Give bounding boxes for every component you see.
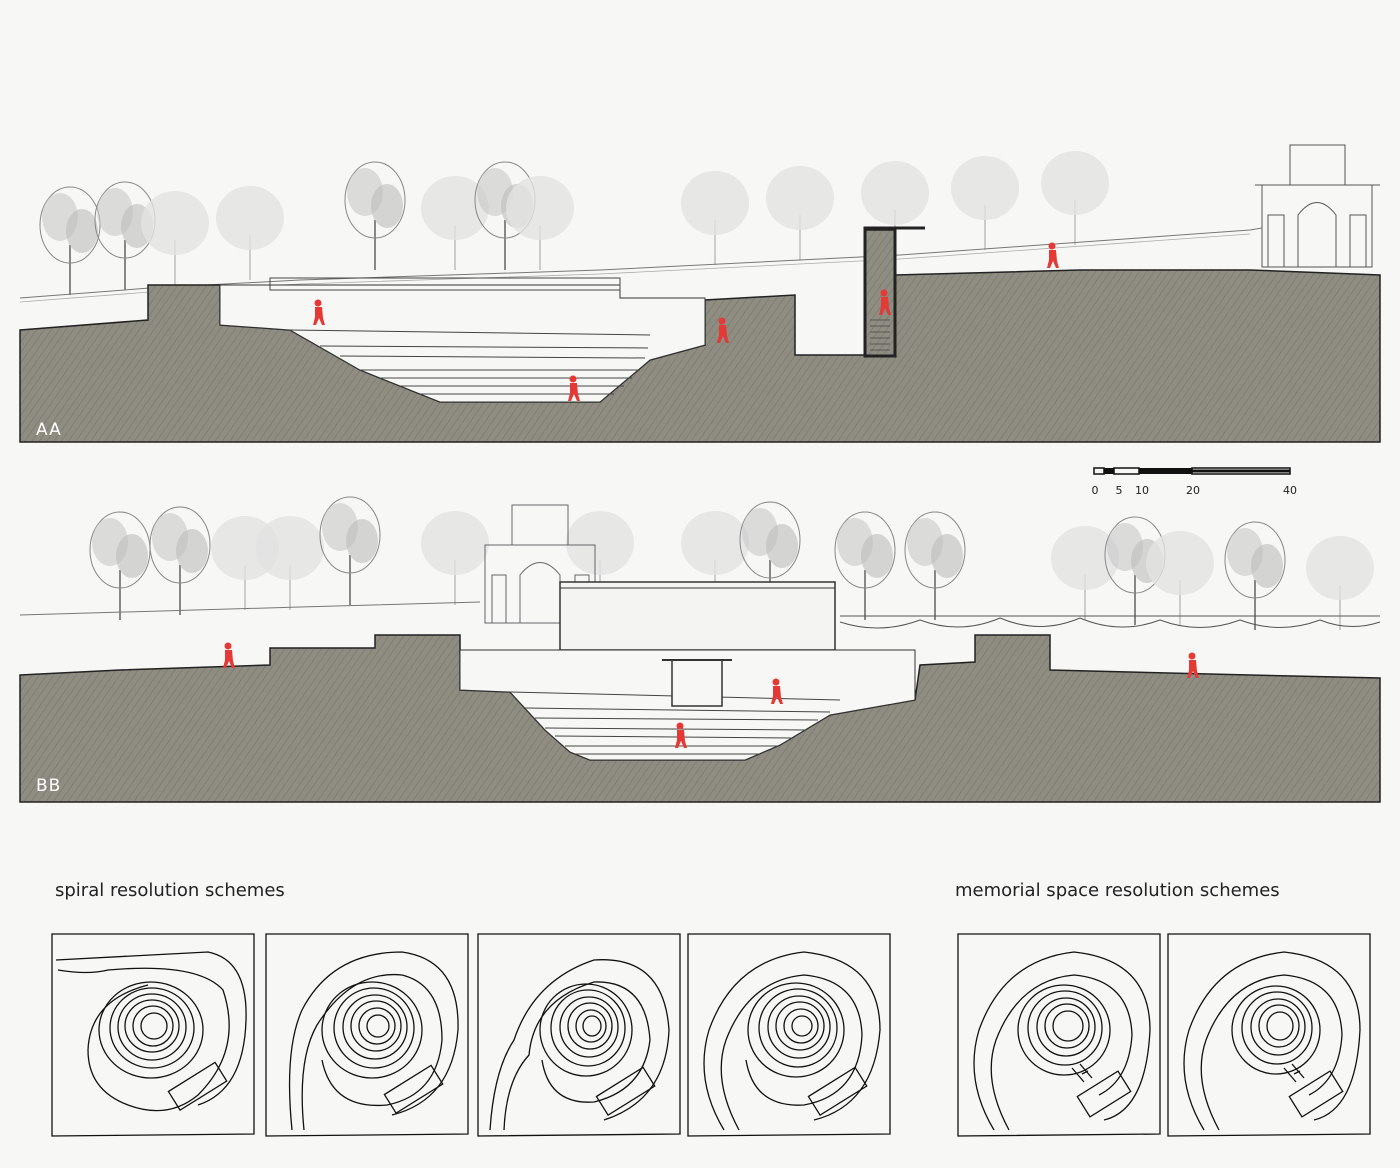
stair-aa bbox=[870, 319, 890, 351]
scale-tick-10: 10 bbox=[1135, 484, 1149, 497]
gate-icon bbox=[1255, 144, 1380, 268]
scale-tick-0: 0 bbox=[1091, 484, 1099, 497]
pavilion-bb bbox=[559, 581, 836, 651]
spiral-scheme-2 bbox=[262, 930, 472, 1140]
spiral-scheme-3 bbox=[474, 930, 684, 1140]
spiral-scheme-4 bbox=[684, 930, 894, 1140]
caption-memorial: memorial space resolution schemes bbox=[955, 880, 1280, 901]
scale-tick-40: 40 bbox=[1283, 484, 1297, 497]
section-aa: AA bbox=[0, 120, 1400, 450]
section-bb-drawing bbox=[19, 496, 1381, 803]
scale-bar: 0 5 10 20 40 bbox=[1088, 462, 1298, 502]
scale-tick-5: 5 bbox=[1115, 484, 1123, 497]
spiral-scheme-1 bbox=[48, 930, 258, 1140]
memorial-scheme-2 bbox=[1164, 930, 1374, 1140]
scale-bar-graphic bbox=[1093, 467, 1291, 475]
fence-bb bbox=[839, 615, 1381, 629]
caption-spiral: spiral resolution schemes bbox=[55, 880, 285, 901]
memorial-scheme-1 bbox=[954, 930, 1164, 1140]
terrace-steps-aa bbox=[289, 329, 651, 395]
scale-tick-20: 20 bbox=[1186, 484, 1200, 497]
section-label-aa: AA bbox=[36, 420, 62, 440]
section-label-bb: BB bbox=[36, 776, 62, 796]
section-bb: BB bbox=[0, 490, 1400, 810]
section-aa-drawing bbox=[19, 144, 1381, 443]
